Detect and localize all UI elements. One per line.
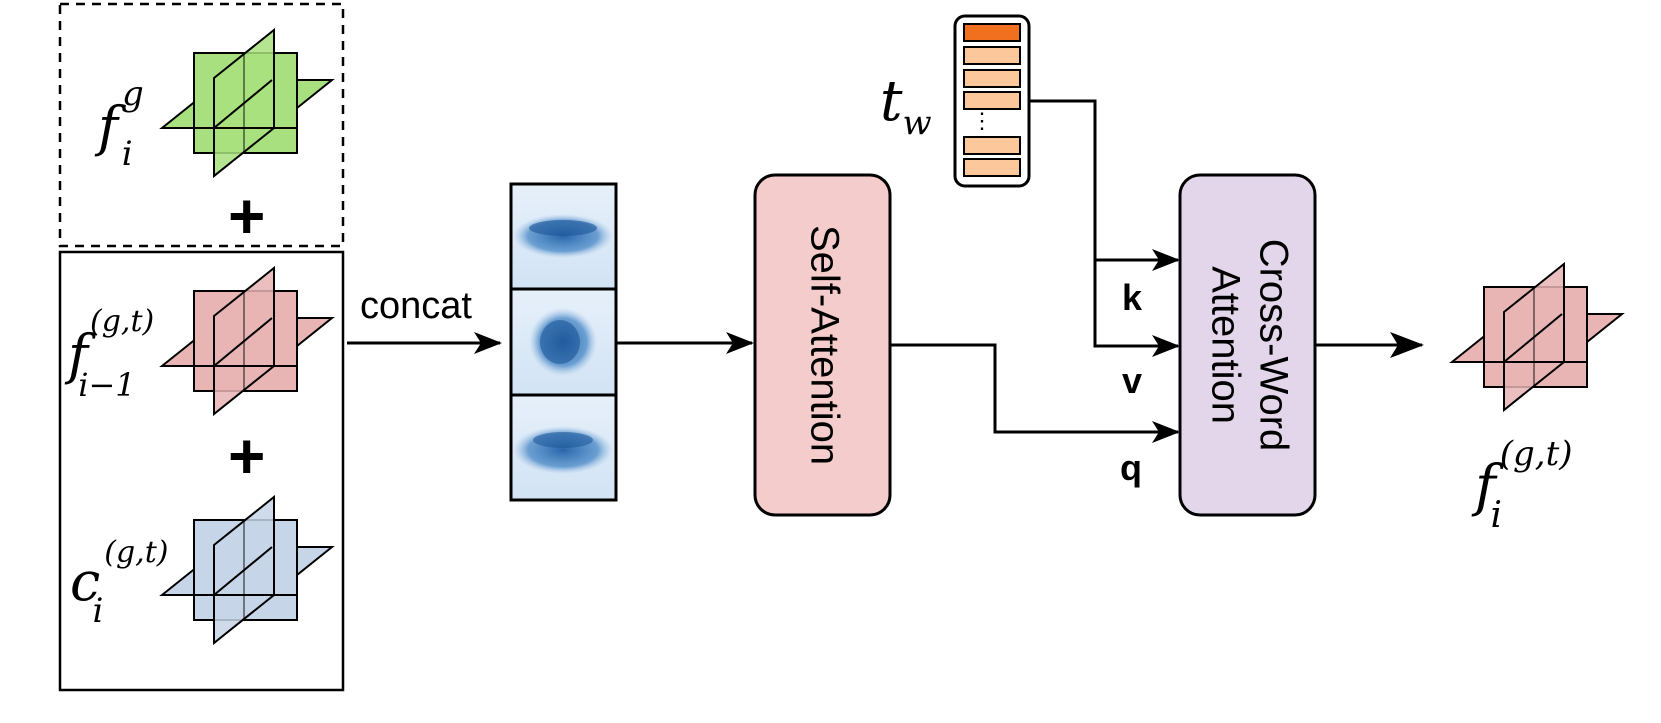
prev-feature-label: f(g,t)i−1 <box>64 304 154 404</box>
svg-text:Attention: Attention <box>1203 266 1247 424</box>
word-token-label: tw <box>880 69 932 143</box>
self-attention-block <box>753 173 892 517</box>
cross-word-attention-label: Cross-Word Attention <box>1203 239 1295 452</box>
global-feature-group <box>58 2 345 248</box>
context-feature-label: c(g,t)i <box>70 535 168 631</box>
value-arrow <box>1093 255 1180 357</box>
context-triplane-icon <box>161 496 333 644</box>
plus-sign: + <box>228 180 265 252</box>
output-feature-label: f(g,t)i <box>1471 434 1573 536</box>
output-triplane-icon <box>1451 263 1623 411</box>
token-ellipsis: ⋮ <box>971 108 993 133</box>
word-tokens <box>953 14 1031 188</box>
temporal-feature-group <box>58 250 345 692</box>
cross-word-attention-block <box>1178 173 1317 517</box>
global-triplane-icon <box>161 29 333 177</box>
plus-sign: + <box>228 420 265 492</box>
concat-label: concat <box>360 285 472 327</box>
query-arrow <box>891 343 1180 443</box>
value-label: v <box>1122 360 1142 401</box>
concatenated-feature-maps <box>509 182 618 502</box>
self-attention-label: Self-Attention <box>802 225 846 465</box>
key-arrow <box>1030 99 1180 271</box>
svg-text:Cross-Word: Cross-Word <box>1251 239 1295 452</box>
key-label: k <box>1122 277 1143 318</box>
prev-triplane-icon <box>161 267 333 415</box>
query-label: q <box>1120 447 1142 488</box>
